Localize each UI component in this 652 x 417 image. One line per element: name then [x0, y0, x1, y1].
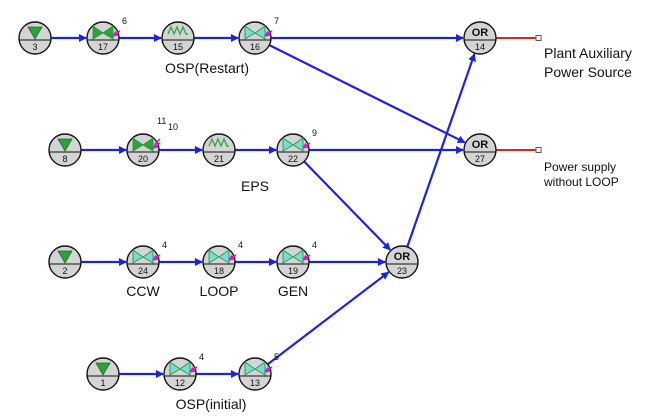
- node-18-valve[interactable]: 18 4: [202, 240, 243, 279]
- node-21-spring[interactable]: 21: [202, 133, 236, 167]
- node-tag: 7: [274, 16, 279, 26]
- label-osp-initial: OSP(initial): [176, 396, 247, 412]
- node-27-or[interactable]: 27 OR: [463, 133, 497, 167]
- node-number: 13: [250, 378, 260, 388]
- node-number: 16: [250, 42, 260, 52]
- node-number: 24: [138, 266, 148, 276]
- edge-16-27: [268, 44, 466, 144]
- pink-arrow-icon: [152, 254, 161, 261]
- node-number: 18: [214, 266, 224, 276]
- output-label-plant-auxiliary-1: Plant Auxiliary: [544, 45, 632, 61]
- node-14-or[interactable]: 14 OR: [463, 21, 497, 55]
- node-number: 1: [100, 378, 105, 388]
- source-triangle-icon: [95, 362, 111, 376]
- node-circle: [385, 245, 419, 279]
- output-label-plant-auxiliary-2: Power Source: [544, 64, 632, 80]
- source-triangle-icon: [27, 26, 43, 40]
- label-ccw: CCW: [126, 283, 160, 299]
- label-osp-restart: OSP(Restart): [165, 60, 249, 76]
- node-tag: 4: [162, 240, 167, 250]
- node-1-source[interactable]: 1: [86, 357, 120, 391]
- pink-arrow-icon: [189, 366, 198, 373]
- or-gate-label: OR: [472, 27, 489, 39]
- node-23-or[interactable]: 23 OR: [385, 245, 419, 279]
- node-12-valve[interactable]: 12 4: [163, 352, 204, 391]
- node-number: 14: [475, 42, 485, 52]
- source-triangle-icon: [57, 250, 73, 264]
- node-number: 27: [475, 154, 485, 164]
- label-loop: LOOP: [200, 283, 239, 299]
- node-tag: 4: [312, 240, 317, 250]
- node-number: 2: [62, 266, 67, 276]
- node-tag: 11: [157, 116, 166, 126]
- node-number: 12: [175, 378, 185, 388]
- or-gate-label: OR: [472, 139, 489, 151]
- node-19-valve[interactable]: 19 4: [276, 240, 317, 279]
- spring-icon: [208, 137, 229, 148]
- source-triangle-icon: [57, 138, 73, 152]
- node-number: 21: [214, 154, 224, 164]
- node-8-source[interactable]: 8: [48, 133, 82, 167]
- pink-arrow-icon: [228, 254, 237, 261]
- spring-icon: [167, 25, 188, 36]
- node-number: 23: [397, 266, 407, 276]
- node-13-valve[interactable]: 13 5: [238, 352, 279, 391]
- pink-arrow-icon: [152, 142, 161, 149]
- node-tag: 5: [274, 352, 279, 362]
- node-number: 3: [32, 42, 37, 52]
- output-terminal-27: [535, 147, 542, 153]
- pink-arrow-icon: [264, 30, 273, 37]
- edge-13-23: [267, 271, 390, 366]
- pink-arrow-icon: [302, 142, 311, 149]
- node-2-source[interactable]: 2: [48, 245, 82, 279]
- node-tag: 9: [312, 128, 317, 138]
- node-number: 19: [288, 266, 298, 276]
- node-22-valve[interactable]: 22 9: [276, 128, 317, 167]
- node-tag: 4: [238, 240, 243, 250]
- node-number: 22: [288, 154, 298, 164]
- edges-layer: [51, 34, 476, 378]
- output-terminal-14: [535, 35, 542, 41]
- node-number: 15: [173, 42, 183, 52]
- pink-arrow-icon: [302, 254, 311, 261]
- node-tag: 4: [199, 352, 204, 362]
- or-gate-label: OR: [394, 251, 411, 263]
- node-circle: [463, 21, 497, 55]
- pink-arrow-icon: [264, 366, 273, 373]
- node-17-valve_closed[interactable]: 17 6: [86, 16, 127, 55]
- node-tag-2: 10: [168, 122, 178, 132]
- edge-22-23: [303, 160, 391, 251]
- labels-layer: OSP(Restart) EPS CCW LOOP GEN OSP(initia…: [126, 45, 632, 412]
- node-24-valve[interactable]: 24 4: [126, 240, 167, 279]
- pink-arrow-icon-2: [154, 138, 161, 145]
- pink-arrow-icon: [112, 30, 121, 37]
- label-gen: GEN: [278, 283, 308, 299]
- output-label-power-supply-2: without LOOP: [543, 175, 619, 189]
- label-eps: EPS: [241, 178, 269, 194]
- node-3-source[interactable]: 3: [18, 21, 52, 55]
- node-tag: 6: [122, 16, 127, 26]
- node-circle: [463, 133, 497, 167]
- edge-23-14: [406, 53, 476, 248]
- node-16-valve[interactable]: 16 7: [238, 16, 279, 55]
- node-number: 8: [62, 154, 67, 164]
- node-number: 20: [138, 154, 148, 164]
- output-label-power-supply-1: Power supply: [544, 160, 616, 174]
- outputs-layer: [496, 35, 542, 153]
- node-number: 17: [98, 42, 108, 52]
- node-15-spring[interactable]: 15: [161, 21, 195, 55]
